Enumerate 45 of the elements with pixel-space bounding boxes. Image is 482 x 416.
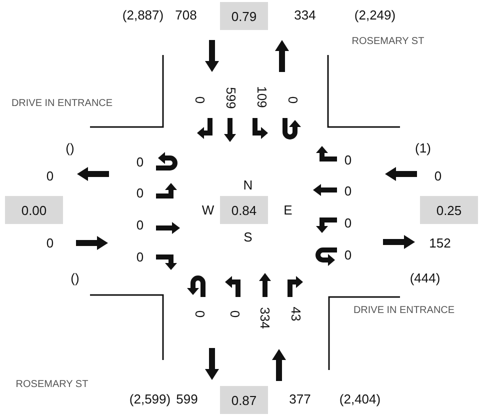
count-label: W	[202, 204, 214, 216]
count-label: 0	[434, 170, 442, 182]
count-label: E	[284, 204, 292, 216]
count-label: 0	[46, 236, 54, 250]
count-label: 152	[429, 236, 451, 250]
count-label: ()	[66, 142, 74, 154]
value-cell: 0.00	[5, 196, 63, 224]
count-label: (2,404)	[339, 392, 381, 406]
count-label: 0	[344, 248, 352, 262]
count-label: 0	[136, 218, 144, 232]
value-cell: 0.84	[220, 196, 268, 224]
street-label: DRIVE IN ENTRANCE	[353, 306, 455, 316]
count-label: 0	[286, 96, 300, 104]
count-label: 43	[290, 306, 302, 322]
count-label: 334	[258, 307, 272, 329]
count-label: 0	[194, 310, 206, 318]
count-label: 0	[136, 156, 144, 168]
count-label: (2,249)	[354, 8, 396, 22]
count-label: 109	[256, 86, 268, 108]
count-label: 599	[176, 392, 198, 406]
street-label: ROSEMARY ST	[16, 380, 88, 390]
count-label: S	[244, 230, 252, 244]
value-cell: 0.25	[420, 196, 478, 224]
count-label: N	[243, 178, 253, 192]
count-label: 0	[136, 250, 144, 264]
count-label: (444)	[410, 272, 440, 284]
count-label: 0	[344, 184, 352, 198]
count-label: (1)	[415, 142, 431, 154]
count-label: 0	[136, 186, 144, 200]
count-label: 0	[46, 170, 54, 182]
count-label: 0	[344, 216, 352, 230]
count-label: 599	[224, 87, 238, 109]
count-label: 0	[228, 310, 242, 318]
value-cell: 0.87	[220, 386, 268, 414]
count-label: 377	[289, 392, 311, 406]
count-label: (2,599)	[129, 392, 171, 406]
count-label: 0	[194, 96, 206, 104]
count-label: 708	[175, 8, 197, 22]
count-label: 334	[294, 8, 316, 22]
count-label: ()	[70, 272, 80, 284]
count-label: (2,887)	[122, 8, 164, 22]
street-label: ROSEMARY ST	[352, 37, 424, 47]
street-label: DRIVE IN ENTRANCE	[11, 99, 113, 109]
value-cell: 0.79	[220, 2, 268, 30]
count-label: 0	[344, 154, 352, 166]
